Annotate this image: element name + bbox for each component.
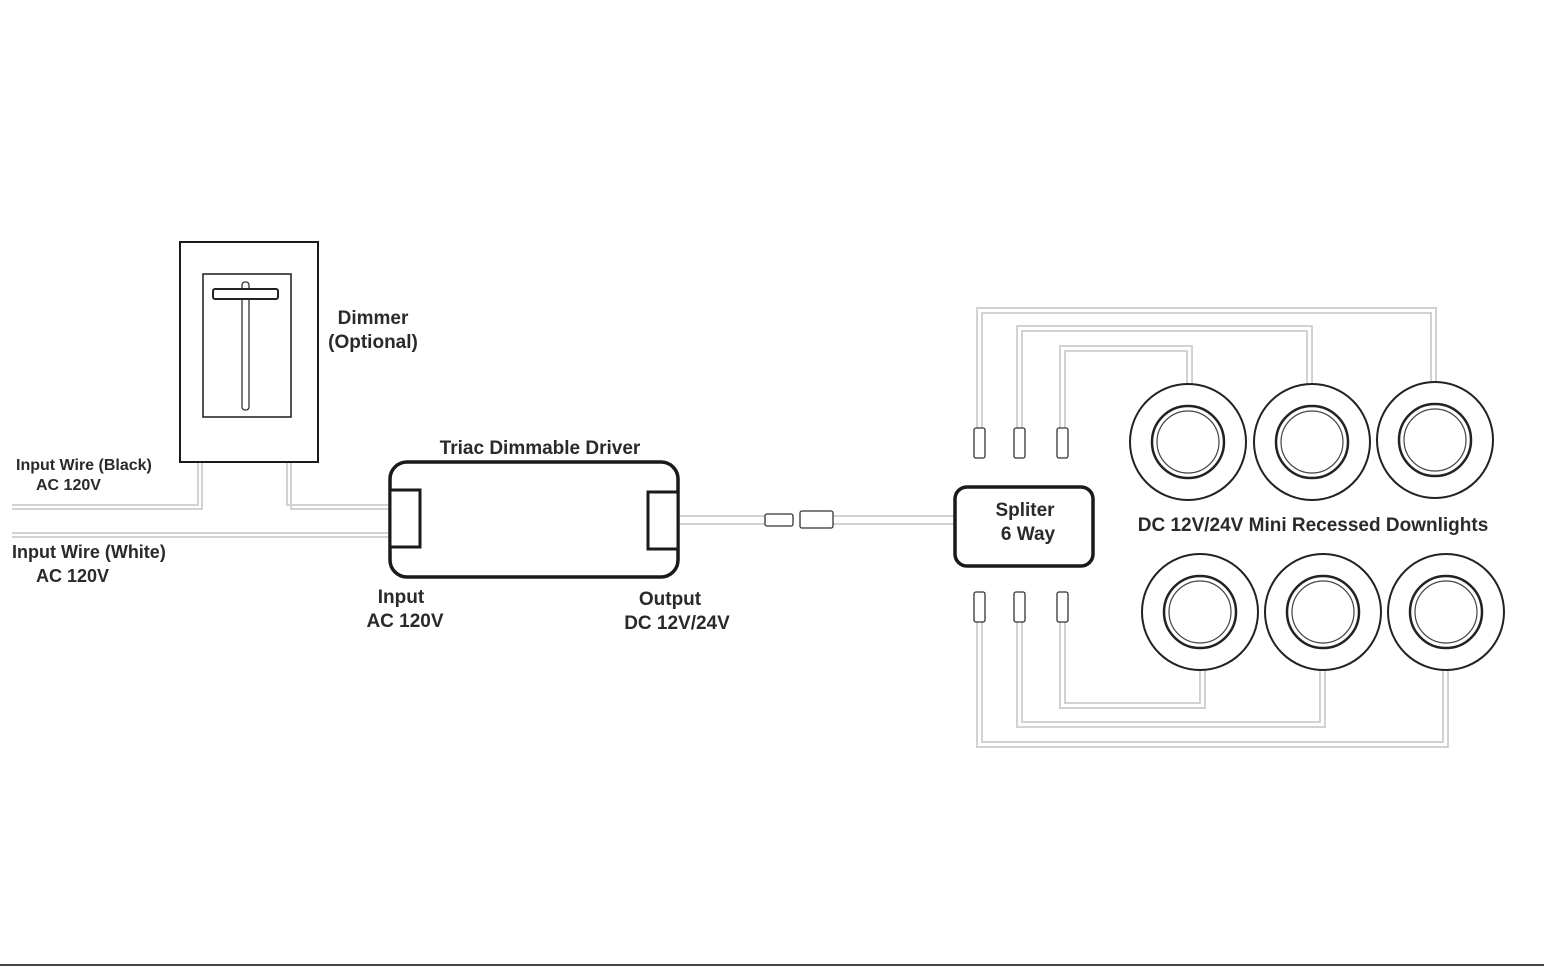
driver-output-label: Output [639, 589, 702, 610]
downlight-bottom-2 [1264, 553, 1382, 671]
input-black-voltage-label: AC 120V [36, 477, 101, 494]
dimmer-to-driver-wire [286, 462, 390, 506]
downlight-bottom-1 [1141, 553, 1259, 671]
input-black-label: Input Wire (Black) [16, 457, 152, 474]
wires [12, 307, 1449, 748]
driver-output-wire [678, 515, 765, 525]
splitter-label: Spliter [995, 500, 1055, 521]
dimmer-slider-knob [212, 288, 279, 300]
dimmer-switch [179, 241, 319, 463]
splitter-wire-top-1 [976, 307, 1437, 428]
dimmer-to-driver-wire-inner [290, 462, 390, 510]
input-wire-black [12, 462, 199, 506]
downlights [1129, 381, 1505, 671]
splitter-6-way [953, 427, 1095, 623]
splitter-connector-top-2 [1013, 427, 1026, 459]
splitter-connector-bottom-1 [973, 591, 986, 623]
triac-driver [388, 460, 680, 579]
splitter-wire-bottom-3 [1059, 622, 1206, 709]
dimmer-label: Dimmer [338, 308, 409, 329]
driver-input-label: Input [378, 587, 425, 608]
input-white-voltage-label: AC 120V [36, 566, 109, 586]
downlight-top-3 [1376, 381, 1494, 499]
connector-female [799, 510, 834, 529]
connector-to-splitter-wire [833, 515, 955, 525]
splitter-body [953, 485, 1095, 568]
input-white-label: Input Wire (White) [12, 542, 166, 562]
splitter-way-label: 6 Way [1001, 524, 1056, 545]
driver-output-voltage-label: DC 12V/24V [624, 613, 730, 634]
splitter-connector-bottom-2 [1013, 591, 1026, 623]
inline-connector [764, 510, 834, 529]
downlights-label: DC 12V/24V Mini Recessed Downlights [1138, 515, 1489, 536]
driver-output-terminal [646, 490, 680, 551]
splitter-connector-top-3 [1056, 427, 1069, 459]
driver-body [388, 460, 680, 579]
labels: Dimmer (Optional) Input Wire (Black) AC … [12, 308, 1488, 634]
splitter-wire-bottom-2 [1016, 622, 1326, 728]
downlight-bottom-3 [1387, 553, 1505, 671]
splitter-connector-top-1 [973, 427, 986, 459]
driver-input-voltage-label: AC 120V [366, 611, 443, 632]
dimmer-slider-track [241, 281, 250, 411]
input-wire-black-inner [12, 462, 203, 510]
connector-male [764, 513, 794, 527]
splitter-connector-bottom-3 [1056, 591, 1069, 623]
splitter-wire-bottom-1 [976, 622, 1449, 748]
dimmer-optional-label: (Optional) [328, 332, 418, 353]
downlight-top-2 [1253, 383, 1371, 501]
driver-title-label: Triac Dimmable Driver [440, 438, 641, 459]
splitter-wire-top-2 [1016, 325, 1313, 428]
downlight-top-1 [1129, 383, 1247, 501]
splitter-wire-top-3 [1059, 345, 1193, 428]
driver-input-terminal [388, 488, 422, 549]
